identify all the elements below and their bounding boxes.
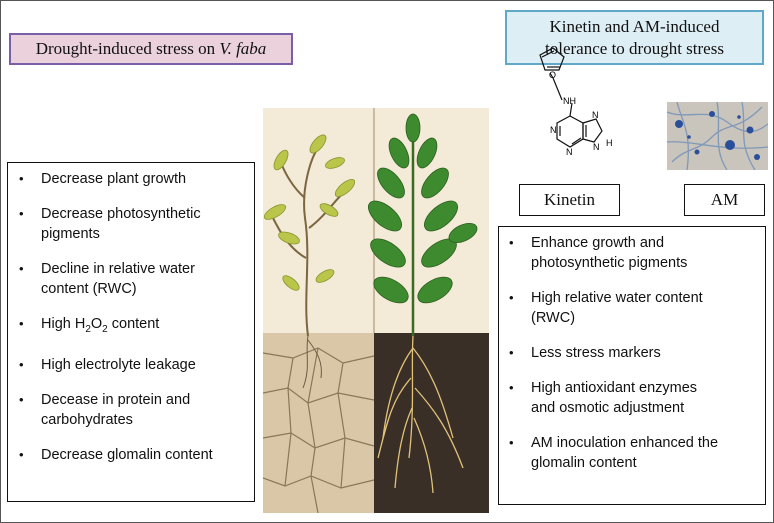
n-label: N bbox=[566, 147, 573, 157]
kinetin-structure-icon: O NH N N N N H bbox=[539, 47, 613, 157]
h-label: H bbox=[606, 138, 613, 148]
effect-item: High electrolyte leakage bbox=[19, 355, 248, 375]
plant-comparison-illustration bbox=[263, 108, 489, 513]
drought-effects-box: Decrease plant growth Decrease photosynt… bbox=[7, 162, 255, 502]
am-micrograph-image bbox=[667, 102, 768, 170]
n-label: N bbox=[550, 125, 557, 135]
nh-label: N bbox=[593, 142, 600, 152]
tolerance-item: High relative water content(RWC) bbox=[509, 288, 759, 328]
nh-label: NH bbox=[563, 96, 576, 106]
drought-stress-title-text: Drought-induced stress on bbox=[35, 39, 216, 58]
oxygen-atom: O bbox=[549, 70, 556, 80]
species-name: V. faba bbox=[219, 39, 267, 58]
effect-item: High H2O2 content bbox=[19, 314, 248, 340]
am-label: AM bbox=[684, 184, 765, 216]
tolerance-title-line1: Kinetin and AM-induced bbox=[549, 16, 720, 36]
kinetin-label: Kinetin bbox=[519, 184, 620, 216]
tolerance-item: Less stress markers bbox=[509, 343, 759, 363]
drought-stress-title: Drought-induced stress on V. faba bbox=[9, 33, 293, 65]
n-label: N bbox=[592, 110, 599, 120]
effect-item: Decrease plant growth bbox=[19, 169, 248, 189]
tolerance-title-line2: tolerance to drought stress bbox=[545, 38, 724, 58]
effect-item: Decrease glomalin content bbox=[19, 445, 248, 465]
tolerance-title: Kinetin and AM-induced tolerance to drou… bbox=[505, 10, 764, 65]
